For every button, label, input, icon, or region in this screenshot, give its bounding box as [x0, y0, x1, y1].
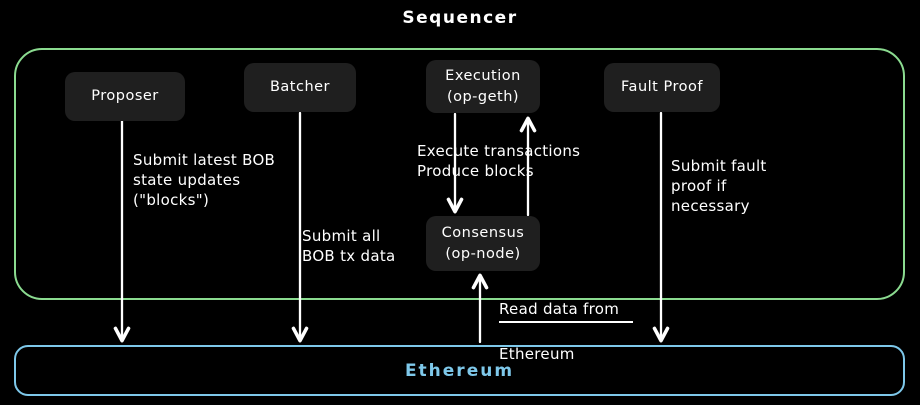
- node-proposer: Proposer: [65, 72, 185, 121]
- node-execution: Execution (op-geth): [426, 60, 540, 113]
- read-label-line2: Ethereum: [499, 345, 575, 363]
- edge-label-proposer-to-ethereum: Submit latest BOB state updates ("blocks…: [133, 151, 276, 209]
- ethereum-label: Ethereum: [404, 360, 515, 381]
- node-batcher: Batcher: [244, 63, 356, 112]
- node-consensus-label: Consensus (op-node): [441, 225, 525, 262]
- edge-label-batcher-to-ethereum: Submit all BOB tx data: [302, 227, 396, 265]
- node-consensus: Consensus (op-node): [426, 216, 540, 271]
- read-label-line1: Read data from: [499, 299, 634, 323]
- sequencer-container: [14, 48, 905, 300]
- edge-label-fault-to-ethereum: Submit fault proof if necessary: [671, 157, 767, 215]
- node-fault-proof-label: Fault Proof: [621, 79, 703, 96]
- ethereum-container: Ethereum: [14, 345, 905, 396]
- edge-label-read-data: Read data from Ethereum: [499, 279, 634, 384]
- diagram-title: Sequencer: [402, 8, 518, 28]
- edge-label-execution-consensus: Execute transactions Produce blocks: [417, 142, 581, 180]
- node-proposer-label: Proposer: [91, 88, 159, 105]
- node-execution-label: Execution (op-geth): [445, 68, 521, 105]
- node-batcher-label: Batcher: [269, 79, 331, 96]
- node-fault-proof: Fault Proof: [604, 63, 720, 112]
